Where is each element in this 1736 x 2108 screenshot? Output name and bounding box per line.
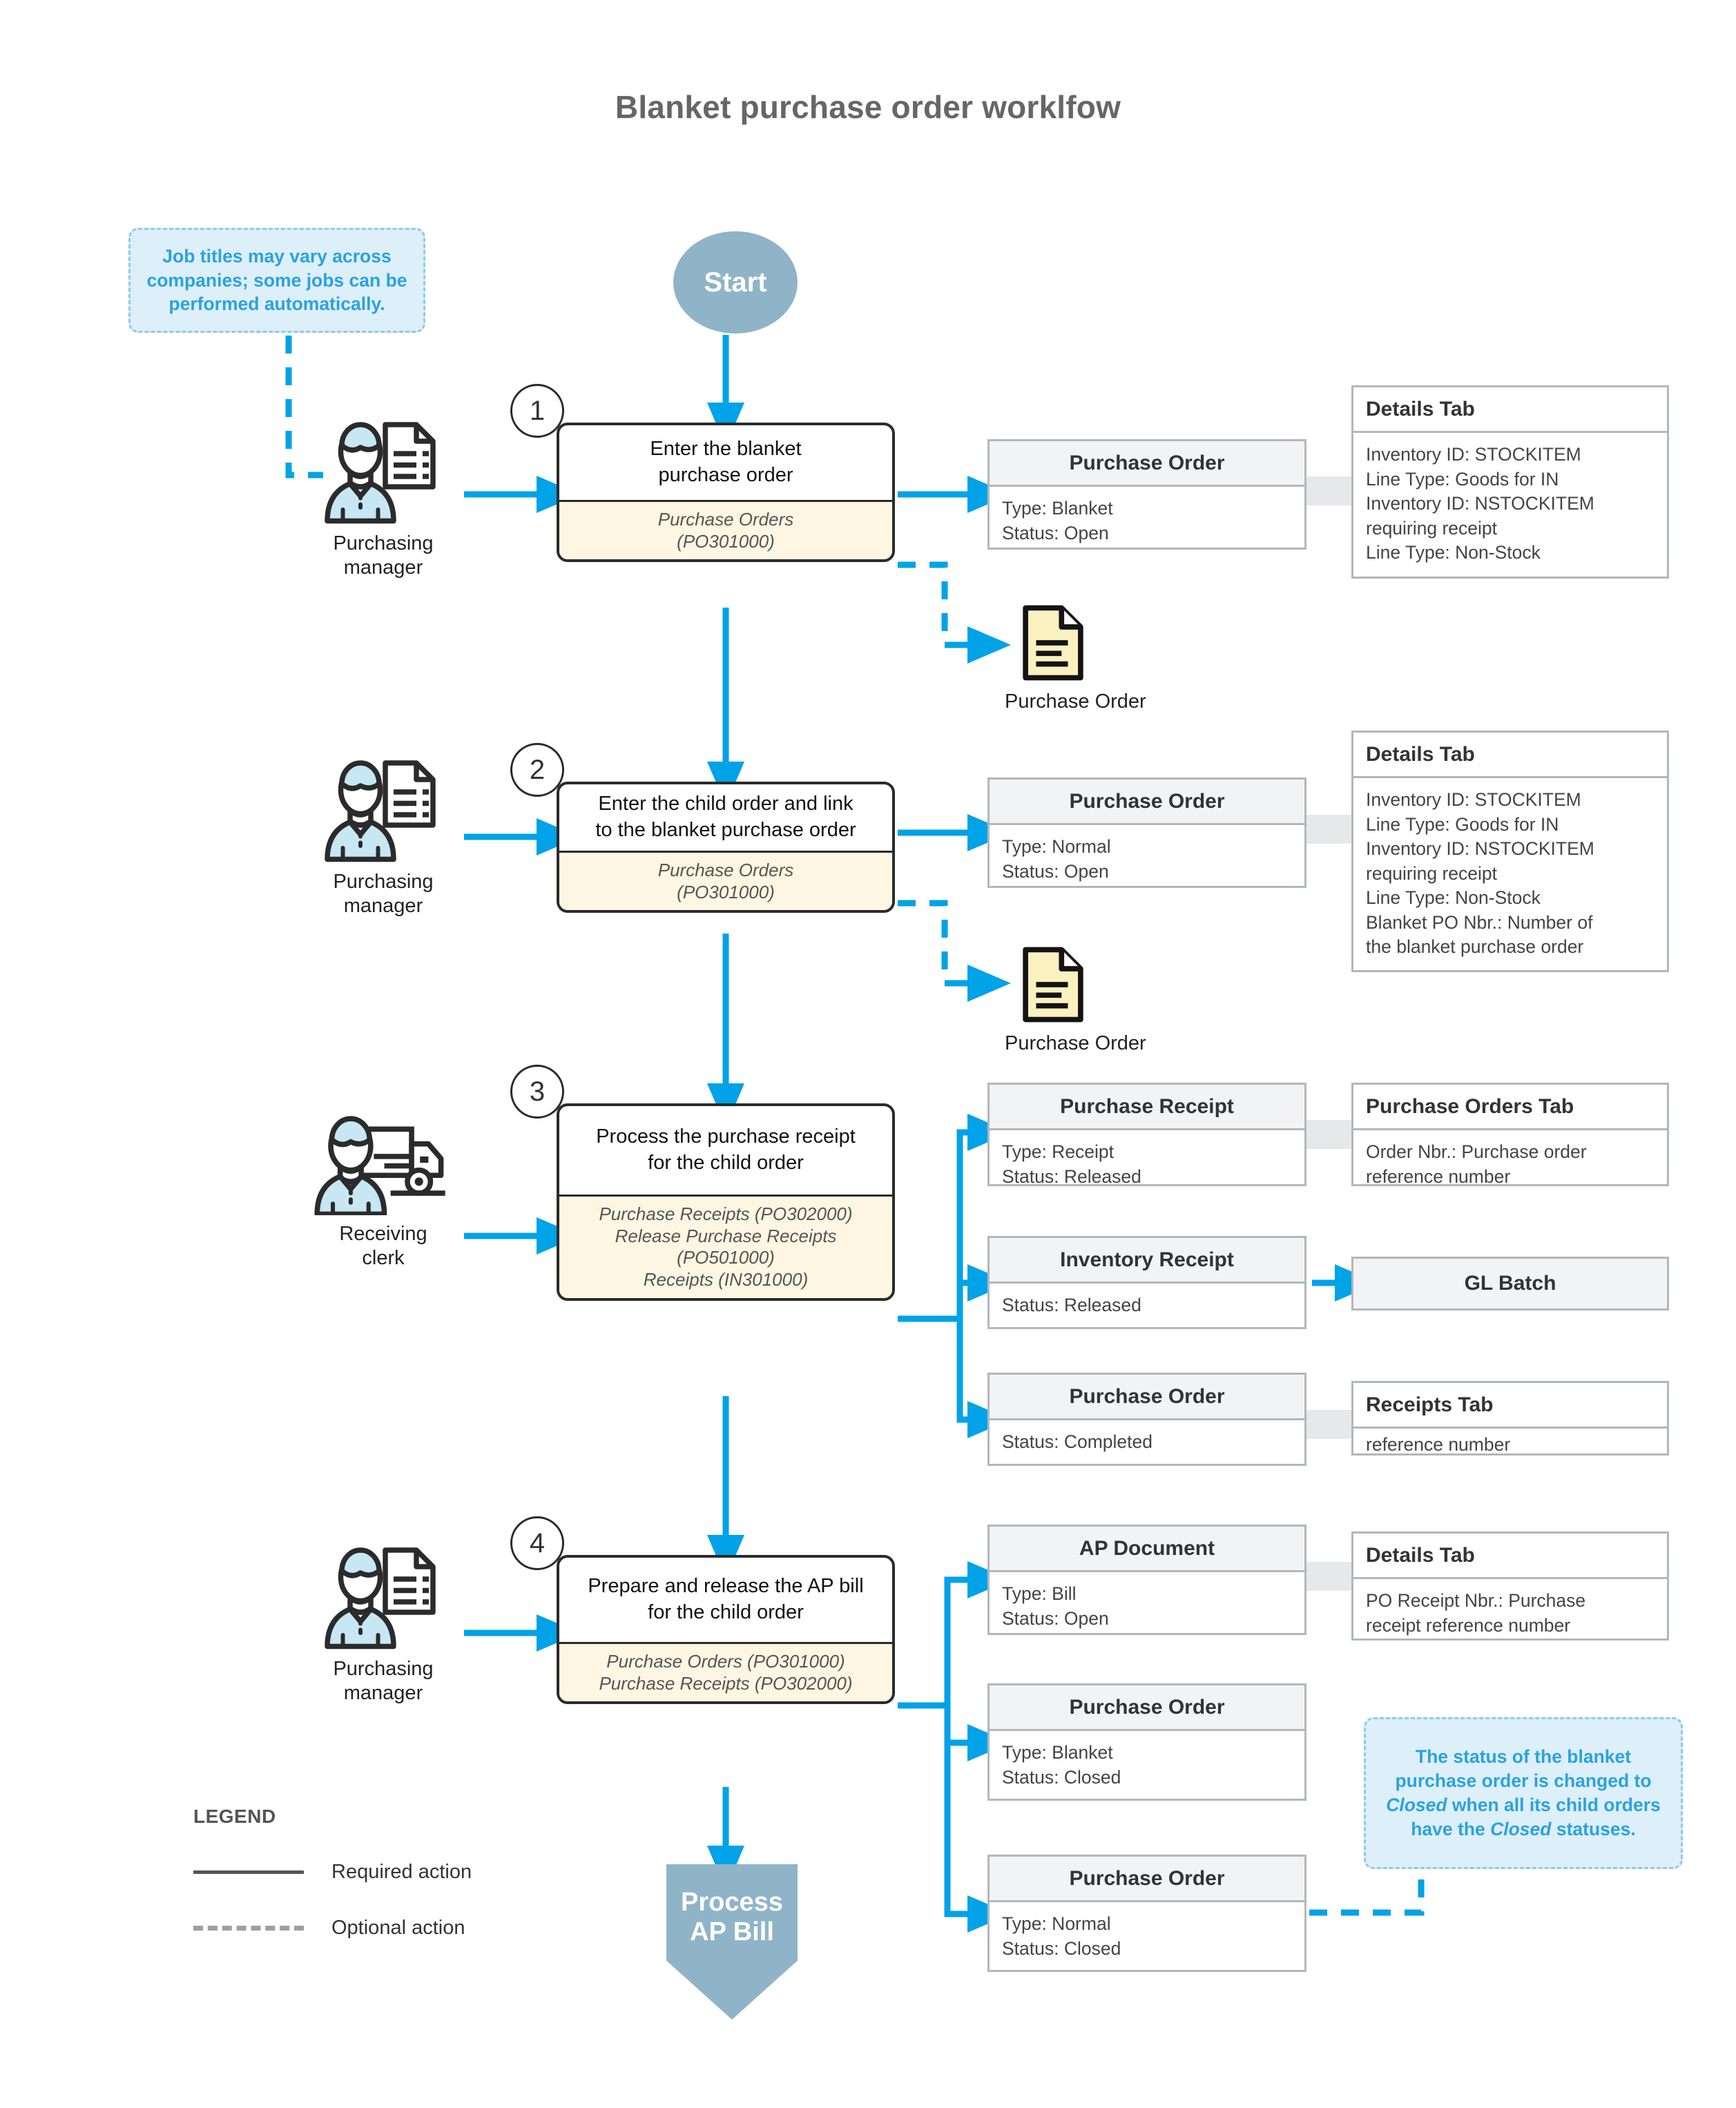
step-title: Enter the child order and link to the bl… (595, 793, 856, 841)
callout-text-part-1: The status of the blanket purchase order… (1395, 1746, 1652, 1792)
callout-text-part-3: statuses. (1551, 1818, 1636, 1839)
card-header: Inventory Receipt (990, 1238, 1304, 1284)
card-body: Inventory ID: STOCKITEM Line Type: Goods… (1366, 789, 1594, 957)
legend: LEGEND Required action Optional action (193, 1806, 566, 1940)
tab-card-details-tab-4: Details Tab PO Receipt Nbr.: Purchase re… (1351, 1531, 1669, 1641)
tab-card-receipts-tab: Receipts Tab reference number (1351, 1381, 1669, 1456)
card-body: Type: Normal Status: Closed (1002, 1913, 1121, 1959)
end-terminator-line-1: Process (681, 1888, 783, 1917)
entity-card-purchase-receipt: Purchase Receipt Type: Receipt Status: R… (987, 1083, 1306, 1187)
start-terminator: Start (673, 231, 798, 333)
legend-label-optional: Optional action (331, 1917, 465, 1939)
callout-emphasis-closed-1: Closed (1386, 1795, 1447, 1815)
card-body: Type: Normal Status: Open (1002, 836, 1111, 882)
step-title: Process the purchase receipt for the chi… (596, 1125, 856, 1174)
step-number-badge-1: 1 (510, 384, 564, 438)
step-screens: Purchase Orders (PO301000) Purchase Rece… (559, 1642, 892, 1702)
card-header: Purchase Order (990, 780, 1304, 825)
actor-receiving-clerk: Receiving clerk (297, 1105, 470, 1271)
card-header: Details Tab (1353, 733, 1667, 778)
step-number-badge-3: 3 (510, 1065, 564, 1119)
page-title: Blanket purchase order worklfow (615, 89, 1121, 125)
callout-emphasis-closed-2: Closed (1490, 1818, 1552, 1839)
card-header: Purchase Order (990, 1685, 1304, 1731)
card-header: Receipts Tab (1353, 1383, 1667, 1429)
card-header: Purchase Receipt (990, 1085, 1304, 1130)
document-caption: Purchase Order (1005, 1032, 1146, 1054)
step-screens: Purchase Orders (PO301000) (559, 851, 892, 911)
actor-purchasing-manager-1: Purchasing manager (297, 414, 470, 581)
actor-label: Purchasing manager (333, 1658, 434, 1705)
legend-row-required: Required action (193, 1861, 566, 1884)
legend-row-optional: Optional action (193, 1917, 566, 1940)
document-purchase-order-2: Purchase Order (1005, 946, 1146, 1055)
legend-dashed-line-icon (193, 1926, 304, 1931)
tab-card-details-tab-1: Details Tab Inventory ID: STOCKITEM Line… (1351, 385, 1669, 579)
card-body: Inventory ID: STOCKITEM Line Type: Goods… (1366, 444, 1594, 563)
card-body: Type: Receipt Status: Released (1002, 1141, 1141, 1187)
entity-card-ap-document: AP Document Type: Bill Status: Open (987, 1525, 1306, 1635)
actor-purchasing-manager-2: Purchasing manager (297, 753, 470, 919)
card-body: Type: Blanket Status: Closed (1002, 1742, 1121, 1788)
card-body: reference number (1366, 1434, 1511, 1455)
card-header: Purchase Order (990, 1375, 1304, 1420)
card-body: Status: Released (1002, 1295, 1141, 1315)
card-header: Purchase Orders Tab (1353, 1085, 1667, 1130)
callout-job-titles: Job titles may vary across companies; so… (128, 228, 425, 333)
person-document-icon (297, 753, 470, 863)
card-header: Details Tab (1353, 1534, 1667, 1579)
document-icon (1023, 947, 1083, 1023)
card-link-connectors (1306, 476, 1355, 1591)
entity-card-gl-batch: GL Batch (1351, 1257, 1669, 1311)
actor-label: Receiving clerk (339, 1223, 427, 1270)
card-header: Purchase Order (990, 1857, 1304, 1902)
actor-label: Purchasing manager (333, 871, 434, 918)
step-title: Enter the blanket purchase order (650, 438, 802, 486)
entity-card-purchase-order-normal-closed: Purchase Order Type: Normal Status: Clos… (987, 1855, 1306, 1972)
entity-card-purchase-order-blanket-closed: Purchase Order Type: Blanket Status: Clo… (987, 1683, 1306, 1801)
actor-label: Purchasing manager (333, 532, 434, 579)
card-header: GL Batch (1353, 1259, 1667, 1308)
step-card-4[interactable]: Prepare and release the AP bill for the … (557, 1555, 895, 1705)
actor-purchasing-manager-4: Purchasing manager (297, 1540, 470, 1706)
person-document-icon (297, 414, 470, 525)
card-header: AP Document (990, 1527, 1304, 1572)
document-purchase-order-1: Purchase Order (1005, 604, 1146, 713)
callout-blanket-closed: The status of the blanket purchase order… (1364, 1717, 1683, 1869)
entity-card-inventory-receipt: Inventory Receipt Status: Released (987, 1236, 1306, 1329)
step-title: Prepare and release the AP bill for the … (588, 1575, 864, 1623)
document-caption: Purchase Order (1005, 690, 1146, 713)
card-body: Type: Blanket Status: Open (1002, 498, 1113, 543)
step-card-2[interactable]: Enter the child order and link to the bl… (557, 782, 895, 913)
step-screens: Purchase Orders (PO301000) (559, 500, 892, 560)
legend-label-required: Required action (331, 1861, 472, 1883)
step-card-1[interactable]: Enter the blanket purchase order Purchas… (557, 423, 895, 563)
card-body: PO Receipt Nbr.: Purchase receipt refere… (1366, 1590, 1586, 1636)
legend-solid-line-icon (193, 1870, 304, 1874)
card-body: Order Nbr.: Purchase order reference num… (1366, 1141, 1587, 1187)
end-terminator-line-2: AP Bill (690, 1917, 774, 1946)
card-header: Purchase Order (990, 441, 1304, 487)
card-header: Details Tab (1353, 387, 1667, 433)
step-card-3[interactable]: Process the purchase receipt for the chi… (557, 1103, 895, 1301)
document-icon (1023, 605, 1083, 681)
step-screens: Purchase Receipts (PO302000) Release Pur… (559, 1195, 892, 1298)
step-number-badge-2: 2 (510, 743, 564, 797)
legend-title: LEGEND (193, 1806, 276, 1827)
card-body: Status: Completed (1002, 1431, 1153, 1452)
entity-card-purchase-order-3: Purchase Order Status: Completed (987, 1373, 1306, 1466)
person-truck-icon (297, 1105, 470, 1215)
tab-card-details-tab-2: Details Tab Inventory ID: STOCKITEM Line… (1351, 731, 1669, 972)
callout-text-part-2: when all its child orders have the (1411, 1795, 1661, 1839)
entity-card-purchase-order-2: Purchase Order Type: Normal Status: Open (987, 777, 1306, 888)
step-number-badge-4: 4 (510, 1516, 564, 1570)
person-document-icon (297, 1540, 470, 1650)
card-body: Type: Bill Status: Open (1002, 1583, 1109, 1629)
tab-card-purchase-orders-tab: Purchase Orders Tab Order Nbr.: Purchase… (1351, 1083, 1669, 1187)
entity-card-purchase-order-1: Purchase Order Type: Blanket Status: Ope… (987, 439, 1306, 550)
end-terminator: Process AP Bill (666, 1864, 798, 2020)
